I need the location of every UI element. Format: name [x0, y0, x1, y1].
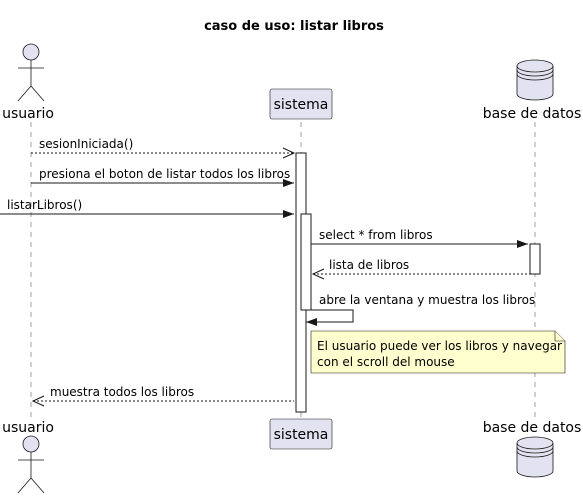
message-label: listarLibros() — [7, 198, 82, 212]
database-icon — [516, 443, 554, 478]
actor-usuario-top: usuario — [2, 43, 54, 122]
actor-head-icon — [22, 435, 40, 453]
message-abre-ventana: abre la ventana y muestra los libros — [306, 293, 535, 326]
message-listar-libros: listarLibros() — [0, 198, 294, 218]
message-label: muestra todos los libros — [50, 385, 194, 399]
message-sesion-iniciada: sesionIniciada() — [31, 137, 296, 159]
message-label: sesionIniciada() — [39, 137, 133, 151]
actor-head-icon — [22, 43, 40, 61]
participant-label-base-de-datos-top: base de datos — [483, 106, 582, 122]
participant-base-de-datos-bottom: base de datos — [483, 420, 582, 478]
actor-usuario-bottom: usuario — [2, 420, 54, 494]
participant-sistema-top: sistema — [269, 88, 333, 120]
filled-arrow-icon — [283, 179, 294, 187]
participant-label-usuario-top: usuario — [2, 106, 54, 122]
database-icon — [516, 66, 554, 101]
participant-label-sistema-bottom: sistema — [274, 427, 329, 443]
message-label: select * from libros — [319, 228, 433, 242]
open-arrow-icon — [282, 147, 296, 159]
note-line-1: El usuario puede ver los libros y navega… — [317, 339, 562, 353]
activation-base-de-datos — [529, 243, 541, 275]
message-presiona-boton: presiona el boton de listar todos los li… — [31, 167, 294, 187]
message-label: lista de libros — [329, 258, 409, 272]
note: El usuario puede ver los libros y navega… — [310, 330, 566, 374]
diagram-title: caso de uso: listar libros — [204, 19, 384, 34]
message-select-libros: select * from libros — [311, 228, 528, 248]
participant-sistema-bottom: sistema — [269, 418, 333, 450]
open-arrow-icon — [311, 268, 325, 280]
filled-arrow-icon — [306, 318, 317, 326]
message-muestra-libros: muestra todos los libros — [31, 385, 294, 407]
message-label: presiona el boton de listar todos los li… — [39, 167, 290, 181]
filled-arrow-icon — [517, 240, 528, 248]
open-arrow-icon — [31, 395, 45, 407]
activation-sistema-inner — [300, 213, 312, 311]
participant-label-sistema-top: sistema — [274, 97, 329, 113]
participant-label-usuario-bottom: usuario — [2, 420, 54, 436]
filled-arrow-icon — [283, 210, 294, 218]
message-label: abre la ventana y muestra los libros — [319, 293, 535, 307]
participant-label-base-de-datos-bottom: base de datos — [483, 420, 582, 436]
message-lista-de-libros: lista de libros — [311, 258, 530, 280]
note-line-2: con el scroll del mouse — [317, 355, 455, 369]
participant-base-de-datos-top: base de datos — [483, 59, 582, 122]
